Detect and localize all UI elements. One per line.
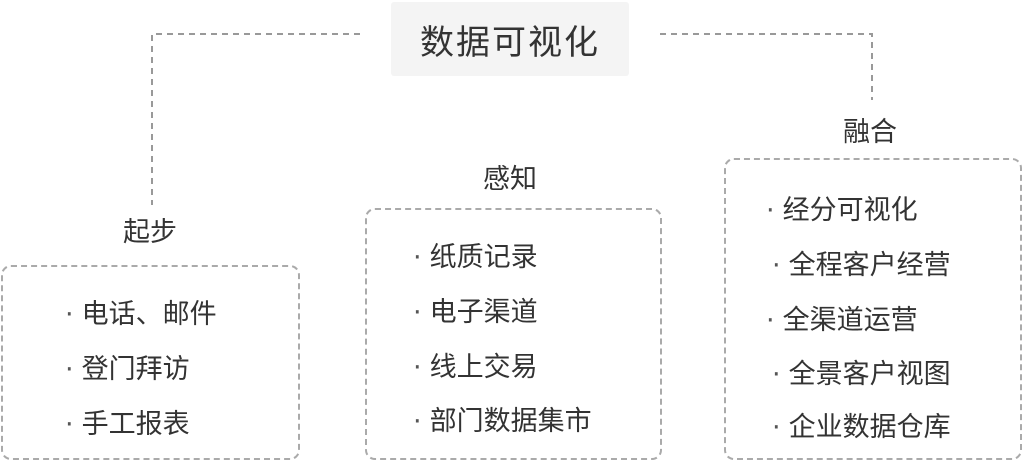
stage-box-fusion: ·经分可视化 ·全程客户经营 ·全渠道运营 ·全景客户视图 ·企业数据仓库	[724, 158, 1022, 460]
root-label: 数据可视化	[420, 22, 600, 63]
list-item: ·经分可视化	[766, 195, 918, 226]
list-item: ·登门拜访	[65, 354, 190, 385]
stage-title-fusion: 融合	[843, 117, 897, 148]
stage-box-perception: ·纸质记录 ·电子渠道 ·线上交易 ·部门数据集市	[365, 208, 662, 460]
stage-title-perception: 感知	[483, 164, 537, 195]
list-item: ·手工报表	[65, 409, 190, 440]
list-item: ·企业数据仓库	[772, 412, 951, 443]
list-item: ·全程客户经营	[772, 250, 951, 281]
list-item: ·全景客户视图	[772, 359, 951, 390]
list-item: ·全渠道运营	[766, 305, 918, 336]
connector-left	[151, 33, 360, 205]
list-item: ·部门数据集市	[413, 406, 592, 437]
stage-box-start: ·电话、邮件 ·登门拜访 ·手工报表	[1, 265, 300, 460]
connector-right	[660, 33, 873, 100]
stage-title-start: 起步	[123, 217, 177, 248]
root-node: 数据可视化	[391, 2, 629, 76]
list-item: ·线上交易	[413, 352, 538, 383]
list-item: ·纸质记录	[413, 242, 538, 273]
list-item: ·电子渠道	[413, 297, 538, 328]
list-item: ·电话、邮件	[65, 299, 217, 330]
